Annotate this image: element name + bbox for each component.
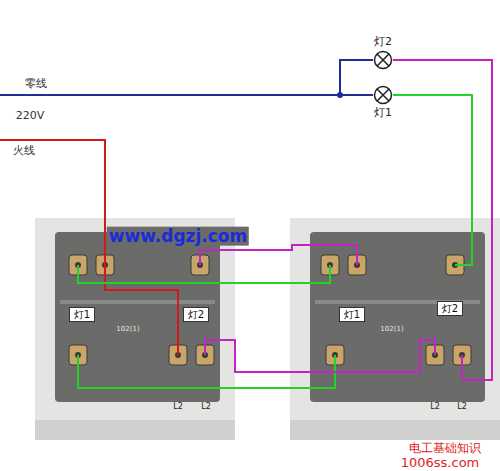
watermark: 1006ss.com xyxy=(399,456,482,470)
traveller-wire xyxy=(78,265,330,283)
terminal-screws xyxy=(75,262,465,358)
wire-label: 零线 xyxy=(23,78,49,90)
terminal-label: L2 xyxy=(199,403,213,412)
terminal-label: L2 xyxy=(455,403,469,412)
switch-gang-label: 灯2 xyxy=(183,307,209,322)
switch-gang-label: 灯1 xyxy=(339,307,365,322)
live-wire xyxy=(0,140,105,265)
switch-base xyxy=(35,420,235,440)
switch-gang-label: 灯1 xyxy=(69,307,95,322)
switch-base xyxy=(290,420,500,440)
lamp-label: 灯2 xyxy=(374,36,392,48)
switch-body xyxy=(310,232,485,402)
voltage-label: 220V xyxy=(14,110,47,122)
watermark: www.dgzj.com xyxy=(107,227,249,246)
lamp-label: 灯1 xyxy=(374,107,392,119)
gang-label-text: 灯2 xyxy=(442,303,458,314)
switch-rib xyxy=(60,300,215,304)
terminals xyxy=(69,255,471,365)
model-number: 102(1) xyxy=(114,326,141,334)
lamp2-wire xyxy=(393,60,492,380)
terminal-label: L2 xyxy=(171,403,185,412)
traveller-wire xyxy=(200,245,357,265)
neutral-wire xyxy=(0,94,373,96)
watermark: 电工基础知识 xyxy=(407,442,483,455)
model-number: 102(1) xyxy=(378,326,405,334)
junction-dot xyxy=(337,92,343,98)
lamp-2: 灯2 xyxy=(373,50,393,70)
live-wire xyxy=(105,265,178,355)
switch-plate xyxy=(35,218,235,440)
wire-label: 火线 xyxy=(11,145,37,157)
neutral-wire xyxy=(340,60,373,95)
lamp-symbol xyxy=(373,85,393,105)
gang-label-text: 灯1 xyxy=(74,309,90,320)
terminal-label: L2 xyxy=(428,403,442,412)
lamp-1: 灯1 xyxy=(373,85,393,105)
switch-body xyxy=(55,232,220,402)
gang-label-text: 灯1 xyxy=(344,309,360,320)
lamp1-wire xyxy=(393,95,472,265)
switch-gang-label: 灯2 xyxy=(437,301,463,316)
gang-label-text: 灯2 xyxy=(188,309,204,320)
switch-plate xyxy=(290,218,500,440)
lamp-symbol xyxy=(373,50,393,70)
traveller-wire xyxy=(205,340,435,372)
